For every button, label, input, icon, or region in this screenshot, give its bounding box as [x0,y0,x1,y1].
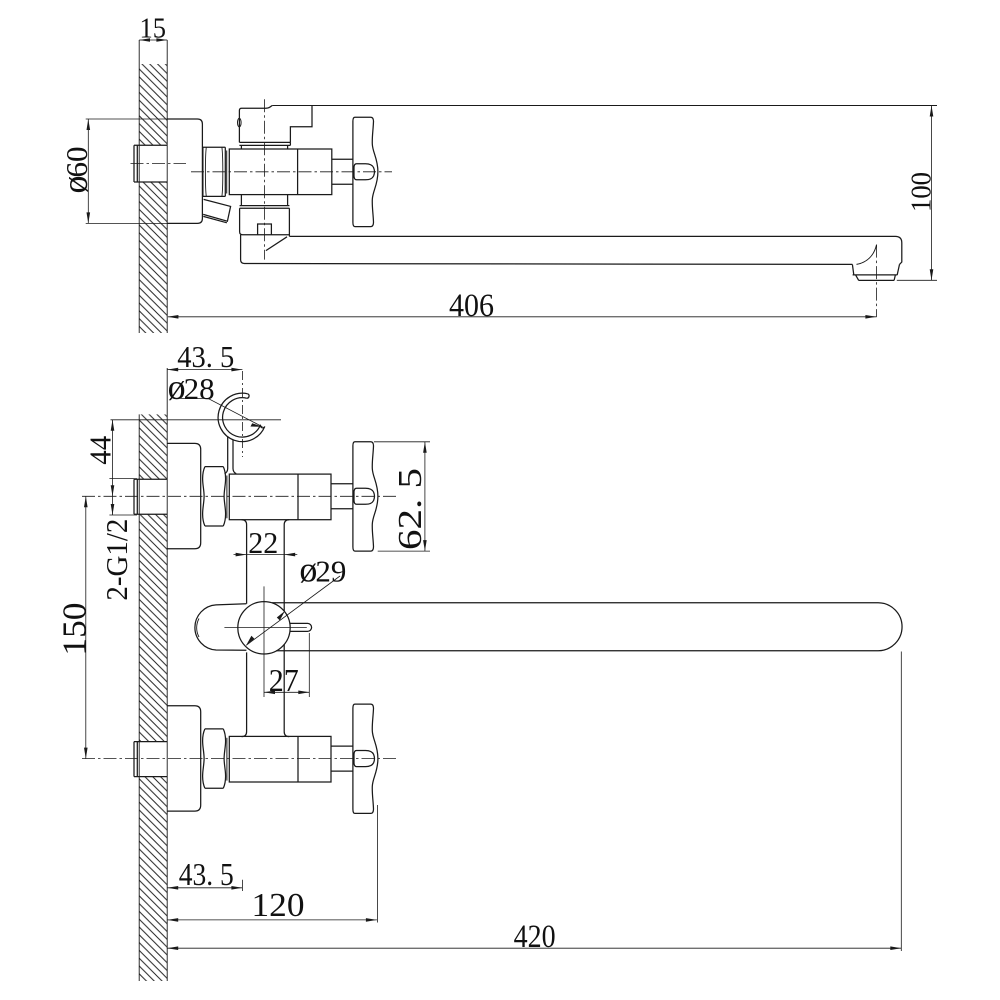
svg-text:ø28: ø28 [168,367,215,407]
svg-text:120: 120 [252,887,305,924]
svg-text:406: 406 [449,288,494,324]
svg-text:ø60: ø60 [55,147,95,194]
svg-text:44: 44 [83,435,118,464]
svg-text:62. 5: 62. 5 [392,468,429,550]
svg-text:15: 15 [140,14,167,45]
svg-text:22: 22 [248,525,278,560]
svg-text:43. 5: 43. 5 [177,339,234,374]
svg-text:27: 27 [269,662,299,698]
svg-text:150: 150 [57,603,94,656]
svg-text:2-G1/2: 2-G1/2 [99,519,134,601]
svg-text:ø29: ø29 [299,550,346,590]
svg-text:420: 420 [514,919,556,955]
svg-text:100: 100 [906,172,938,212]
svg-text:43. 5: 43. 5 [179,856,234,892]
